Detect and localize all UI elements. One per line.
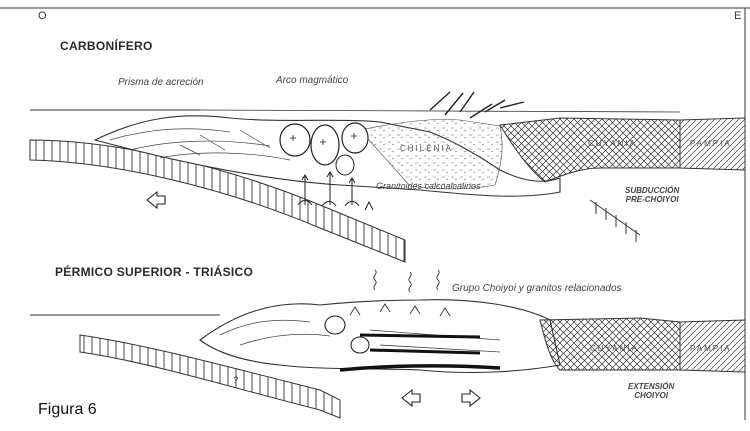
volcanic-exhalation-marks xyxy=(374,270,439,292)
subduction-process-line-1: SUBDUCCIÓN xyxy=(625,186,679,195)
extension-process-label: EXTENSIÓN CHOIYOI xyxy=(628,382,674,400)
bottom-panel-period-title: PÉRMICO SUPERIOR - TRIÁSICO xyxy=(55,266,253,278)
accretion-prism-label: Prisma de acreción xyxy=(118,78,204,88)
west-orientation-label: O xyxy=(38,11,47,22)
extension-process-line-1: EXTENSIÓN xyxy=(628,382,674,391)
cuyania-label-bottom: CUYANIA xyxy=(590,345,639,353)
sea-level-line-top-east xyxy=(200,110,680,112)
granitoids-label: Granitoides calcoalcalinos xyxy=(376,182,481,191)
pampia-label-top: PAMPIA xyxy=(690,140,732,148)
figure-label: Figura 6 xyxy=(38,402,97,418)
pluton-bottom-2 xyxy=(351,337,369,353)
magmatic-arc-label: Arco magmático xyxy=(276,76,348,86)
pluton-bottom-1 xyxy=(325,316,345,334)
choiyoi-group-label: Grupo Choiyoi y granitos relacionados xyxy=(452,284,622,294)
chilenia-label: CHILENIA xyxy=(400,145,453,153)
plate-motion-arrow-top xyxy=(147,192,165,208)
uncertainty-mark: ? xyxy=(233,376,238,385)
subduction-process-label: SUBDUCCIÓN PRE-CHOIYOI xyxy=(625,186,679,204)
subduction-process-line-2: PRE-CHOIYOI xyxy=(625,195,679,204)
cuyania-block-top xyxy=(500,118,680,182)
east-orientation-label: E xyxy=(734,11,741,22)
thrust-faults-top xyxy=(430,92,524,118)
extension-arrow-west xyxy=(402,390,420,406)
extension-arrow-east xyxy=(462,390,480,406)
top-panel-period-title: CARBONÍFERO xyxy=(60,40,153,52)
pampia-label-bottom: PAMPIA xyxy=(690,345,732,353)
extension-process-line-2: CHOIYOI xyxy=(628,391,674,400)
eastern-slab-top xyxy=(590,200,640,242)
cuyania-label-top: CUYANIA xyxy=(588,140,637,148)
